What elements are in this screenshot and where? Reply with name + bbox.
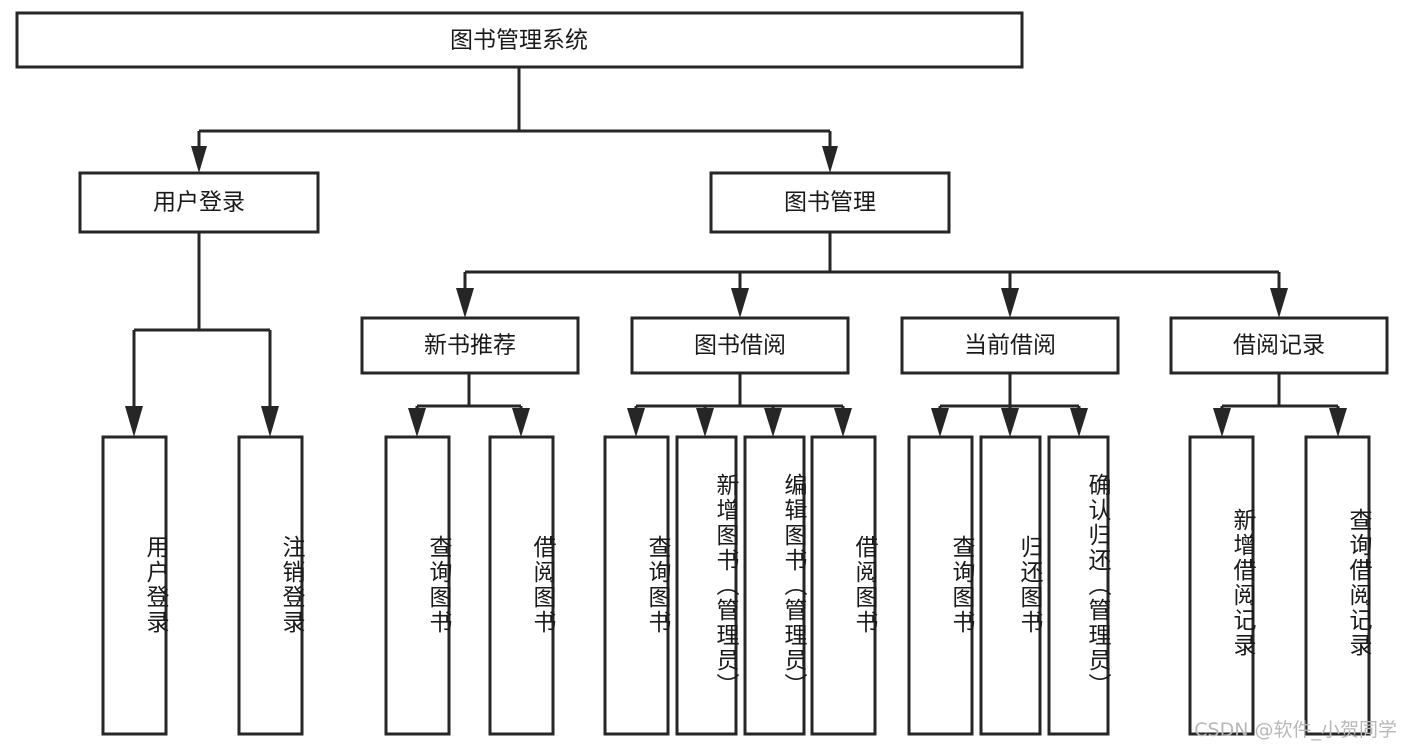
node-new-book-rec[interactable]: 新书推荐 bbox=[360, 316, 580, 375]
node-book-borrow-label: 图书借阅 bbox=[694, 333, 786, 359]
node-leaf-query-book-2-box[interactable] bbox=[603, 435, 670, 736]
node-current-borrow-box[interactable] bbox=[900, 316, 1120, 375]
node-book-manage[interactable]: 图书管理 bbox=[709, 171, 951, 234]
arrow-head-leaf-user-login bbox=[125, 406, 143, 437]
node-user-login-box[interactable] bbox=[78, 171, 320, 234]
arrow-head-book-borrow bbox=[731, 288, 749, 318]
arrow-head-leaf-borrow-book-1 bbox=[512, 408, 530, 437]
node-leaf-logout-box[interactable] bbox=[237, 435, 304, 736]
csdn-watermark: CSDN @软件_小贺同学 bbox=[1194, 719, 1397, 741]
node-leaf-query-record-box[interactable] bbox=[1304, 435, 1371, 736]
node-leaf-user-login-box[interactable] bbox=[101, 435, 168, 736]
node-root-label: 图书管理系统 bbox=[450, 28, 588, 54]
node-leaf-borrow-book-2-box[interactable] bbox=[810, 435, 877, 736]
arrow-head-leaf-query-book-3 bbox=[931, 408, 949, 437]
arrow-head-borrow-record bbox=[1270, 288, 1288, 318]
leaf-boxes-layer bbox=[101, 435, 1371, 736]
node-new-book-rec-label: 新书推荐 bbox=[424, 333, 516, 359]
node-leaf-edit-book-box[interactable] bbox=[743, 435, 806, 736]
node-book-borrow[interactable]: 图书借阅 bbox=[630, 316, 850, 375]
node-borrow-record[interactable]: 借阅记录 bbox=[1169, 316, 1389, 375]
arrow-head-leaf-query-book-2 bbox=[627, 408, 645, 437]
node-borrow-record-label: 借阅记录 bbox=[1233, 333, 1325, 359]
node-current-borrow-label: 当前借阅 bbox=[964, 333, 1056, 359]
arrow-head-leaf-query-book-1 bbox=[408, 408, 426, 437]
node-user-login[interactable]: 用户登录 bbox=[78, 171, 320, 234]
node-leaf-query-book-1-box[interactable] bbox=[384, 435, 451, 736]
node-new-book-rec-box[interactable] bbox=[360, 316, 580, 375]
arrow-head-leaf-logout bbox=[261, 406, 279, 437]
node-borrow-record-box[interactable] bbox=[1169, 316, 1389, 375]
arrow-head-leaf-borrow-book-2 bbox=[834, 408, 852, 437]
arrow-head-current-borrow bbox=[1001, 288, 1019, 318]
arrow-head-leaf-confirm-return bbox=[1070, 408, 1088, 437]
arrow-head-bookmanage bbox=[822, 146, 838, 173]
arrow-head-new-book-rec bbox=[456, 288, 474, 318]
node-root-box[interactable] bbox=[15, 11, 1024, 69]
node-current-borrow[interactable]: 当前借阅 bbox=[900, 316, 1120, 375]
node-root[interactable]: 图书管理系统 bbox=[15, 11, 1024, 69]
node-leaf-borrow-book-1-box[interactable] bbox=[488, 435, 555, 736]
node-book-manage-label: 图书管理 bbox=[784, 190, 876, 216]
arrow-head-leaf-add-book bbox=[696, 408, 714, 437]
node-leaf-add-record-box[interactable] bbox=[1188, 435, 1255, 736]
node-user-login-label: 用户登录 bbox=[153, 190, 245, 216]
arrow-head-leaf-query-record bbox=[1329, 408, 1347, 437]
arrow-head-userlogin bbox=[191, 146, 207, 173]
node-leaf-confirm-return-box[interactable] bbox=[1047, 435, 1110, 736]
node-leaf-add-book-box[interactable] bbox=[675, 435, 738, 736]
arrow-head-leaf-return-book bbox=[1001, 408, 1019, 437]
node-book-borrow-box[interactable] bbox=[630, 316, 850, 375]
node-leaf-return-book-box[interactable] bbox=[979, 435, 1042, 736]
connector-layer bbox=[125, 67, 1347, 437]
arrow-head-leaf-add-record bbox=[1213, 408, 1231, 437]
arrow-head-leaf-edit-book bbox=[764, 408, 782, 437]
node-leaf-query-book-3-box[interactable] bbox=[907, 435, 974, 736]
node-book-manage-box[interactable] bbox=[709, 171, 951, 234]
